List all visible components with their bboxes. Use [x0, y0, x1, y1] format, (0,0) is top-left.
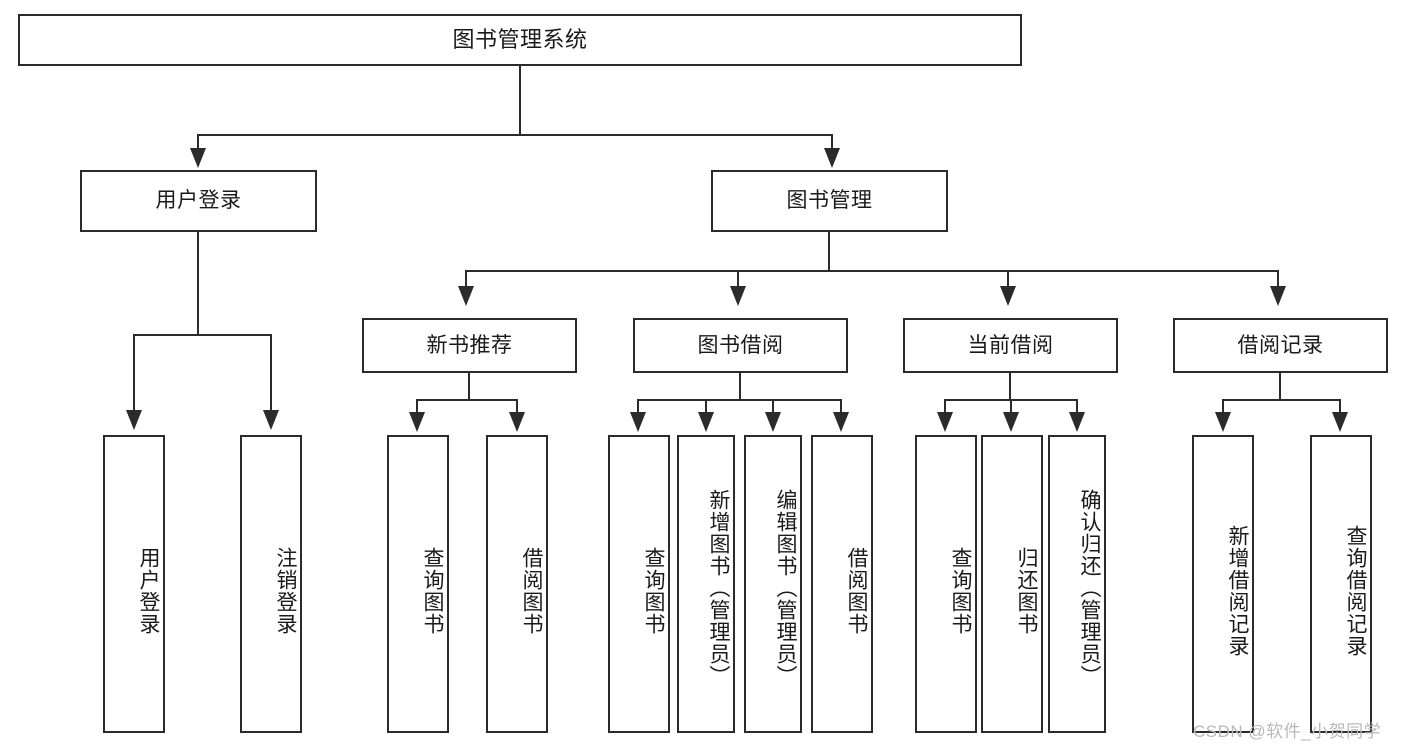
edge-drop-confirm-return	[1076, 399, 1078, 415]
edge-new-book-recommend-bar	[416, 399, 518, 401]
edge-drop-query-book-1	[416, 399, 418, 415]
node-leaf-query-book-1[interactable]: 查询图书	[387, 435, 449, 733]
node-leaf-borrow-book-1[interactable]: 借阅图书	[486, 435, 548, 733]
arrow-user-login	[190, 148, 206, 168]
edge-drop-add-book	[705, 399, 707, 415]
node-leaf-confirm-return[interactable]: 确认归还（管理员）	[1048, 435, 1106, 733]
edge-drop-leaf-user-login	[133, 334, 135, 414]
edge-drop-query-book-2	[637, 399, 639, 415]
edge-book-manage-bar	[465, 270, 1279, 272]
edge-current-borrow-trunk	[1009, 373, 1011, 401]
watermark-text: CSDN @软件_小贺同学	[1193, 722, 1382, 741]
edge-drop-book-manage	[831, 134, 833, 152]
arrow-leaf-user-logout	[263, 410, 279, 430]
arrow-query-book-1	[409, 412, 425, 432]
arrow-query-book-3	[937, 412, 953, 432]
edge-user-login-trunk	[197, 232, 199, 335]
node-leaf-query-book-3[interactable]: 查询图书	[915, 435, 977, 733]
edge-drop-query-record	[1339, 399, 1341, 415]
edge-drop-borrow-record	[1277, 270, 1279, 290]
edge-drop-book-borrow	[737, 270, 739, 290]
node-root-system[interactable]: 图书管理系统	[18, 14, 1022, 66]
arrow-book-manage	[824, 148, 840, 168]
node-leaf-add-record[interactable]: 新增借阅记录	[1192, 435, 1254, 733]
edge-root-bar	[197, 134, 833, 136]
arrow-leaf-user-login	[126, 410, 142, 430]
arrow-query-record	[1332, 412, 1348, 432]
edge-user-login-bar	[133, 334, 272, 336]
node-leaf-return-book[interactable]: 归还图书	[981, 435, 1043, 733]
node-current-borrow[interactable]: 当前借阅	[903, 318, 1118, 373]
edge-drop-edit-book	[772, 399, 774, 415]
node-leaf-add-book[interactable]: 新增图书（管理员）	[677, 435, 735, 733]
edge-drop-leaf-user-logout	[270, 334, 272, 414]
edge-drop-new-book-recommend	[465, 270, 467, 290]
arrow-edit-book	[765, 412, 781, 432]
edge-drop-query-book-3	[944, 399, 946, 415]
edge-borrow-record-bar	[1222, 399, 1341, 401]
node-user-login[interactable]: 用户登录	[80, 170, 317, 232]
edge-drop-add-record	[1222, 399, 1224, 415]
arrow-borrow-book-2	[833, 412, 849, 432]
arrow-confirm-return	[1069, 412, 1085, 432]
arrow-borrow-book-1	[509, 412, 525, 432]
node-book-borrow[interactable]: 图书借阅	[633, 318, 848, 373]
edge-book-borrow-bar	[637, 399, 842, 401]
arrow-current-borrow	[1000, 286, 1016, 306]
arrow-add-record	[1215, 412, 1231, 432]
node-leaf-query-book-2[interactable]: 查询图书	[608, 435, 670, 733]
edge-drop-user-login	[197, 134, 199, 152]
node-new-book-recommend[interactable]: 新书推荐	[362, 318, 577, 373]
edge-drop-borrow-book-2	[840, 399, 842, 415]
node-borrow-record[interactable]: 借阅记录	[1173, 318, 1388, 373]
arrow-return-book	[1003, 412, 1019, 432]
node-leaf-edit-book[interactable]: 编辑图书（管理员）	[744, 435, 802, 733]
node-leaf-user-logout[interactable]: 注销登录	[240, 435, 302, 733]
edge-drop-return-book	[1010, 399, 1012, 415]
node-leaf-borrow-book-2[interactable]: 借阅图书	[811, 435, 873, 733]
edge-book-borrow-trunk	[739, 373, 741, 401]
node-book-manage[interactable]: 图书管理	[711, 170, 948, 232]
arrow-query-book-2	[630, 412, 646, 432]
node-leaf-user-login[interactable]: 用户登录	[103, 435, 165, 733]
node-leaf-query-record[interactable]: 查询借阅记录	[1310, 435, 1372, 733]
edge-drop-current-borrow	[1007, 270, 1009, 290]
edge-root-trunk	[519, 66, 521, 135]
edge-drop-borrow-book-1	[516, 399, 518, 415]
edge-new-book-recommend-trunk	[468, 373, 470, 401]
arrow-new-book-recommend	[458, 286, 474, 306]
arrow-borrow-record	[1270, 286, 1286, 306]
edge-book-manage-trunk	[828, 232, 830, 272]
arrow-book-borrow	[730, 286, 746, 306]
edge-borrow-record-trunk	[1279, 373, 1281, 401]
arrow-add-book	[698, 412, 714, 432]
